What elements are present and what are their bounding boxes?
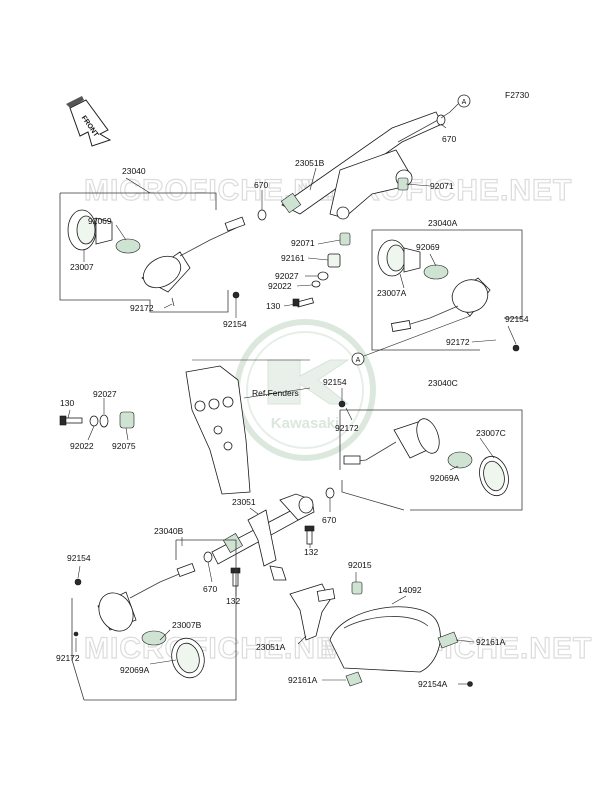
label-23040a: 23040A	[428, 218, 458, 228]
washer-92022-mid	[89, 415, 99, 427]
grommet-92071-left	[339, 232, 351, 246]
leader-lines	[67, 103, 517, 685]
label-92172-bl: 92172	[56, 653, 80, 663]
label-92172-right: 92172	[446, 337, 470, 347]
group-box-23040c	[339, 409, 523, 511]
label-23051a: 23051A	[256, 642, 286, 652]
kawasaki-emblem: Kawasaki	[234, 319, 376, 461]
label-670-low: 670	[203, 584, 217, 594]
grommet-92075	[119, 411, 135, 429]
label-23007c: 23007C	[476, 428, 506, 438]
label-14092: 14092	[398, 585, 422, 595]
label-92069a-right: 92069A	[430, 473, 460, 483]
label-23007b: 23007B	[172, 620, 202, 630]
ref-fenders-note: Ref.Fenders	[252, 388, 299, 398]
fender-bracket	[185, 359, 310, 495]
turn-signal-23040a	[377, 239, 520, 352]
oring-670-low	[203, 551, 213, 563]
label-92161a-right: 92161A	[476, 637, 506, 647]
turn-signal-23040	[67, 209, 246, 307]
label-92022-mid: 92022	[70, 441, 94, 451]
svg-text:A: A	[356, 357, 361, 364]
stay-23051b	[280, 111, 443, 220]
collar-92027-top	[317, 271, 329, 281]
bolt-132-a	[304, 525, 315, 545]
ref-leader	[243, 387, 311, 399]
label-92154-left: 92154	[223, 319, 247, 329]
oring-670-mid	[257, 209, 267, 221]
group-box-23040a	[371, 229, 523, 351]
group-box-23040b	[71, 539, 237, 701]
label-92071-left: 92071	[291, 238, 315, 248]
stay-23051	[211, 493, 315, 581]
label-92027-mid: 92027	[93, 389, 117, 399]
label-92154-bl: 92154	[67, 553, 91, 563]
part-labels: 670 23040 23051B 670 92071 92069 23007 9…	[56, 134, 529, 689]
label-92075: 92075	[112, 441, 136, 451]
label-130-mid: 130	[60, 398, 74, 408]
label-92161: 92161	[281, 253, 305, 263]
label-23007a: 23007A	[377, 288, 407, 298]
kawasaki-logo-text: Kawasaki	[271, 415, 339, 432]
connector-marker-top: A	[457, 94, 471, 108]
label-92161a-bottom: 92161A	[288, 675, 318, 685]
label-92069-left: 92069	[88, 216, 112, 226]
cover-14092	[329, 606, 473, 687]
label-132-b: 132	[226, 596, 240, 606]
watermark-bottom: MICROFICHE.NET	[84, 632, 356, 665]
front-arrow-icon: FRONT	[66, 96, 112, 147]
bolt-130-top	[292, 297, 314, 308]
label-92172-left: 92172	[130, 303, 154, 313]
label-670-center: 670	[322, 515, 336, 525]
label-670-top: 670	[442, 134, 456, 144]
label-92015: 92015	[348, 560, 372, 570]
label-132-a: 132	[304, 547, 318, 557]
label-23051: 23051	[232, 497, 256, 507]
label-23040: 23040	[122, 166, 146, 176]
label-92069a-bl: 92069A	[120, 665, 150, 675]
label-670-mid: 670	[254, 180, 268, 190]
label-92027-top: 92027	[275, 271, 299, 281]
oring-670-center	[325, 487, 335, 499]
label-23007: 23007	[70, 262, 94, 272]
collar-92027-mid	[99, 414, 109, 428]
label-23051b: 23051B	[295, 158, 325, 168]
turn-signal-23040b	[73, 562, 205, 679]
group-box-23040	[59, 192, 229, 313]
oring-670-top	[436, 114, 446, 126]
label-23040b: 23040B	[154, 526, 184, 536]
bracket-23051a	[289, 581, 363, 641]
label-130-top: 130	[266, 301, 280, 311]
label-92154-right: 92154	[505, 314, 529, 324]
connector-marker-mid: A	[351, 352, 365, 366]
turn-signal-23040c	[338, 400, 509, 497]
bolt-132-b	[230, 567, 241, 587]
label-92022-top: 92022	[268, 281, 292, 291]
label-92154a: 92154A	[418, 679, 448, 689]
collar-92161	[327, 253, 341, 268]
svg-text:A: A	[462, 99, 467, 106]
label-92071-right: 92071	[430, 181, 454, 191]
label-92154-center: 92154	[323, 377, 347, 387]
bolt-130-mid	[59, 415, 83, 426]
label-92069-right: 92069	[416, 242, 440, 252]
label-23040c: 23040C	[428, 378, 458, 388]
label-92172-center: 92172	[335, 423, 359, 433]
figure-code: F2730	[505, 90, 529, 100]
washer-92022-top	[311, 280, 321, 288]
